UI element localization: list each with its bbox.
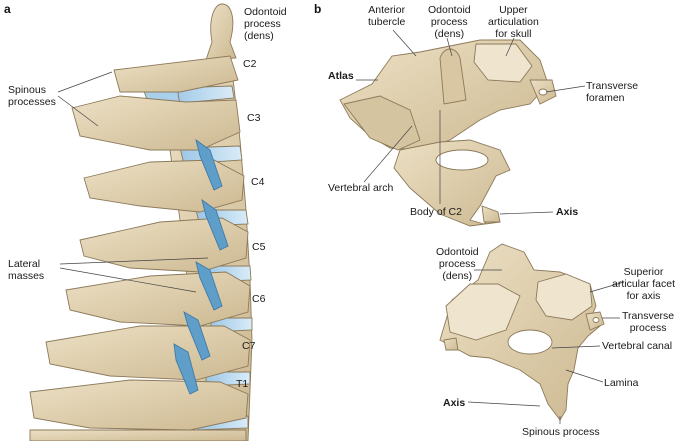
leader-lines [57, 29, 625, 424]
label-atlas: Atlas [328, 70, 354, 82]
label-c6: C6 [252, 293, 266, 305]
spinous-t1 [29, 379, 249, 431]
facet-right [535, 273, 593, 321]
nerve-roots [173, 138, 229, 395]
facet-left [445, 283, 521, 341]
label-axis-top: Axis [556, 206, 579, 218]
axis-spinous-knob [481, 205, 501, 223]
transverse-foramen-hole [538, 88, 548, 96]
label-c3: C3 [247, 112, 261, 124]
spinous-c5 [79, 217, 249, 273]
label-c2: C2 [243, 58, 257, 70]
panel-b-label: b [314, 2, 322, 16]
atlas-axis-top [339, 39, 557, 227]
label-t1: T1 [236, 378, 249, 390]
spinous-c7 [45, 325, 251, 381]
spine-bottom [29, 429, 247, 441]
label-spinous-process: Spinous process [522, 426, 600, 438]
label-lamina: Lamina [604, 377, 639, 389]
label-c4: C4 [251, 176, 265, 188]
dens-shape [205, 3, 237, 61]
label-c7: C7 [242, 340, 256, 352]
panel-a-label: a [4, 2, 11, 16]
canal-hole [507, 329, 553, 355]
label-vertebral-canal: Vertebral canal [602, 340, 673, 352]
cervical-spine [29, 3, 253, 441]
spinous-c2 [113, 55, 239, 93]
spinous-c3 [71, 95, 241, 151]
label-axis-bottom: Axis [443, 397, 466, 409]
spinous-c6 [65, 271, 251, 327]
dens-top-shape [439, 48, 467, 105]
upper-articulation-surface [473, 43, 533, 83]
transverse-process-left [443, 337, 459, 351]
axis-bottom [439, 243, 605, 421]
label-vertebral-arch: Vertebral arch [328, 182, 394, 194]
transverse-hole [592, 317, 600, 323]
spinous-c4 [83, 159, 245, 213]
label-c5: C5 [252, 241, 266, 253]
top-canal [435, 149, 489, 171]
label-body-of-c2: Body of C2 [410, 206, 462, 218]
atlas-arch [343, 95, 421, 151]
